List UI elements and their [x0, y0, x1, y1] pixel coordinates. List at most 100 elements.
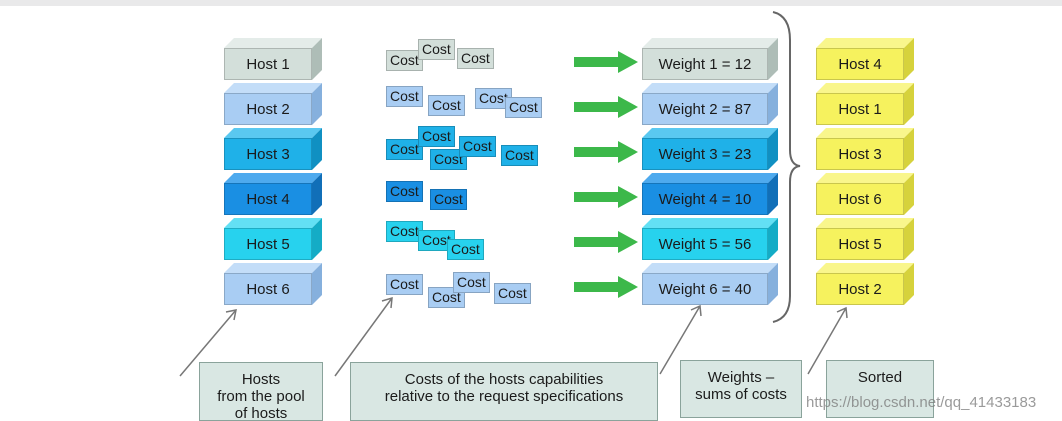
sorted-host-box-5-label: Host 5: [816, 228, 904, 260]
sorted-host-box-6: Host 2: [816, 263, 904, 305]
host-box-5-label: Host 5: [224, 228, 312, 260]
green-arrow-icon: [574, 141, 638, 163]
host-box-2-label: Host 2: [224, 93, 312, 125]
cost-chip-row1-1: Cost: [386, 50, 423, 71]
weight-box-1: Weight 1 = 12: [642, 38, 768, 80]
caption-sorted: Sorted: [826, 360, 934, 418]
cost-chip-row6-3: Cost: [453, 272, 490, 293]
cost-chip-row3-1: Cost: [386, 139, 423, 160]
weight-box-2-label: Weight 2 = 87: [642, 93, 768, 125]
sorted-host-box-6-side-face: [904, 263, 914, 305]
cost-chip-row1-2: Cost: [418, 39, 455, 60]
caption-costs-text: Costs of the hosts capabilities relative…: [384, 371, 624, 405]
weight-box-3-label: Weight 3 = 23: [642, 138, 768, 170]
host-box-5-top-face: [224, 218, 322, 228]
sorted-host-box-2-side-face: [904, 83, 914, 125]
sorted-host-box-1-side-face: [904, 38, 914, 80]
host-box-3-label: Host 3: [224, 138, 312, 170]
host-box-1-side-face: [312, 38, 322, 80]
sorted-host-box-2-top-face: [816, 83, 914, 93]
sorted-host-box-1-top-face: [816, 38, 914, 48]
host-box-5-side-face: [312, 218, 322, 260]
host-box-1-label: Host 1: [224, 48, 312, 80]
cost-chip-row5-3: Cost: [447, 239, 484, 260]
weight-box-5: Weight 5 = 56: [642, 218, 768, 260]
weight-box-4: Weight 4 = 10: [642, 173, 768, 215]
host-box-5: Host 5: [224, 218, 312, 260]
caption-hosts-text: Hosts from the pool of hosts: [217, 371, 305, 421]
pointer-arrowhead-weights: [690, 304, 702, 317]
weight-box-2: Weight 2 = 87: [642, 83, 768, 125]
host-box-2: Host 2: [224, 83, 312, 125]
cost-chip-row3-2: Cost: [418, 126, 455, 147]
sorted-host-box-5-top-face: [816, 218, 914, 228]
cost-chip-row2-3: Cost: [475, 88, 512, 109]
weight-box-6-label: Weight 6 = 40: [642, 273, 768, 305]
caption-hosts: Hosts from the pool of hosts: [199, 362, 323, 421]
green-arrow-icon: [574, 276, 638, 298]
sorted-host-box-5: Host 5: [816, 218, 904, 260]
host-box-6-top-face: [224, 263, 322, 273]
pointer-arrowhead-costs: [381, 296, 393, 309]
sorted-host-box-3: Host 3: [816, 128, 904, 170]
weight-box-4-side-face: [768, 173, 778, 215]
weight-box-3-top-face: [642, 128, 778, 138]
host-box-4-side-face: [312, 173, 322, 215]
cost-chip-row3-4: Cost: [459, 136, 496, 157]
sorted-host-box-4-top-face: [816, 173, 914, 183]
green-arrow-icon: [574, 231, 638, 253]
sorted-host-box-2: Host 1: [816, 83, 904, 125]
weight-box-1-label: Weight 1 = 12: [642, 48, 768, 80]
weight-box-6-top-face: [642, 263, 778, 273]
sorted-host-box-3-side-face: [904, 128, 914, 170]
cost-chip-row5-1: Cost: [386, 221, 423, 242]
caption-costs: Costs of the hosts capabilities relative…: [350, 362, 658, 421]
host-box-3: Host 3: [224, 128, 312, 170]
pointer-line-weights: [659, 305, 701, 375]
weight-box-2-top-face: [642, 83, 778, 93]
pointer-arrowhead-sorted: [836, 306, 848, 319]
weight-box-6: Weight 6 = 40: [642, 263, 768, 305]
pointer-line-hosts: [179, 309, 237, 377]
sorted-host-box-6-label: Host 2: [816, 273, 904, 305]
weight-box-4-top-face: [642, 173, 778, 183]
cost-chip-row2-4: Cost: [505, 97, 542, 118]
caption-weights: Weights – sums of costs: [680, 360, 802, 418]
host-box-1-top-face: [224, 38, 322, 48]
host-box-4-label: Host 4: [224, 183, 312, 215]
sorted-host-box-4-label: Host 6: [816, 183, 904, 215]
sorted-host-box-1-label: Host 4: [816, 48, 904, 80]
cost-chip-row6-4: Cost: [494, 283, 531, 304]
cost-chip-row3-3: Cost: [430, 149, 467, 170]
pointer-arrowhead-hosts: [225, 309, 237, 321]
weight-box-1-side-face: [768, 38, 778, 80]
sorted-host-box-2-label: Host 1: [816, 93, 904, 125]
cost-chip-row4-2: Cost: [430, 189, 467, 210]
sorted-host-box-4: Host 6: [816, 173, 904, 215]
host-box-1: Host 1: [224, 38, 312, 80]
window-top-bar: [0, 0, 1062, 6]
green-arrow-icon: [574, 96, 638, 118]
host-box-3-side-face: [312, 128, 322, 170]
sorted-host-box-6-top-face: [816, 263, 914, 273]
cost-chip-row3-5: Cost: [501, 145, 538, 166]
host-box-4-top-face: [224, 173, 322, 183]
host-box-6-label: Host 6: [224, 273, 312, 305]
pointer-line-costs: [334, 297, 393, 377]
weight-box-4-label: Weight 4 = 10: [642, 183, 768, 215]
host-box-6-side-face: [312, 263, 322, 305]
host-box-2-side-face: [312, 83, 322, 125]
weight-box-3-side-face: [768, 128, 778, 170]
host-box-4: Host 4: [224, 173, 312, 215]
weight-box-1-top-face: [642, 38, 778, 48]
sorted-host-box-3-label: Host 3: [816, 138, 904, 170]
sorted-host-box-5-side-face: [904, 218, 914, 260]
weight-box-6-side-face: [768, 263, 778, 305]
green-arrow-icon: [574, 51, 638, 73]
caption-sorted-text: Sorted: [857, 369, 903, 386]
weight-box-5-top-face: [642, 218, 778, 228]
cost-chip-row6-1: Cost: [386, 274, 423, 295]
cost-chip-row2-2: Cost: [428, 95, 465, 116]
weight-box-5-label: Weight 5 = 56: [642, 228, 768, 260]
